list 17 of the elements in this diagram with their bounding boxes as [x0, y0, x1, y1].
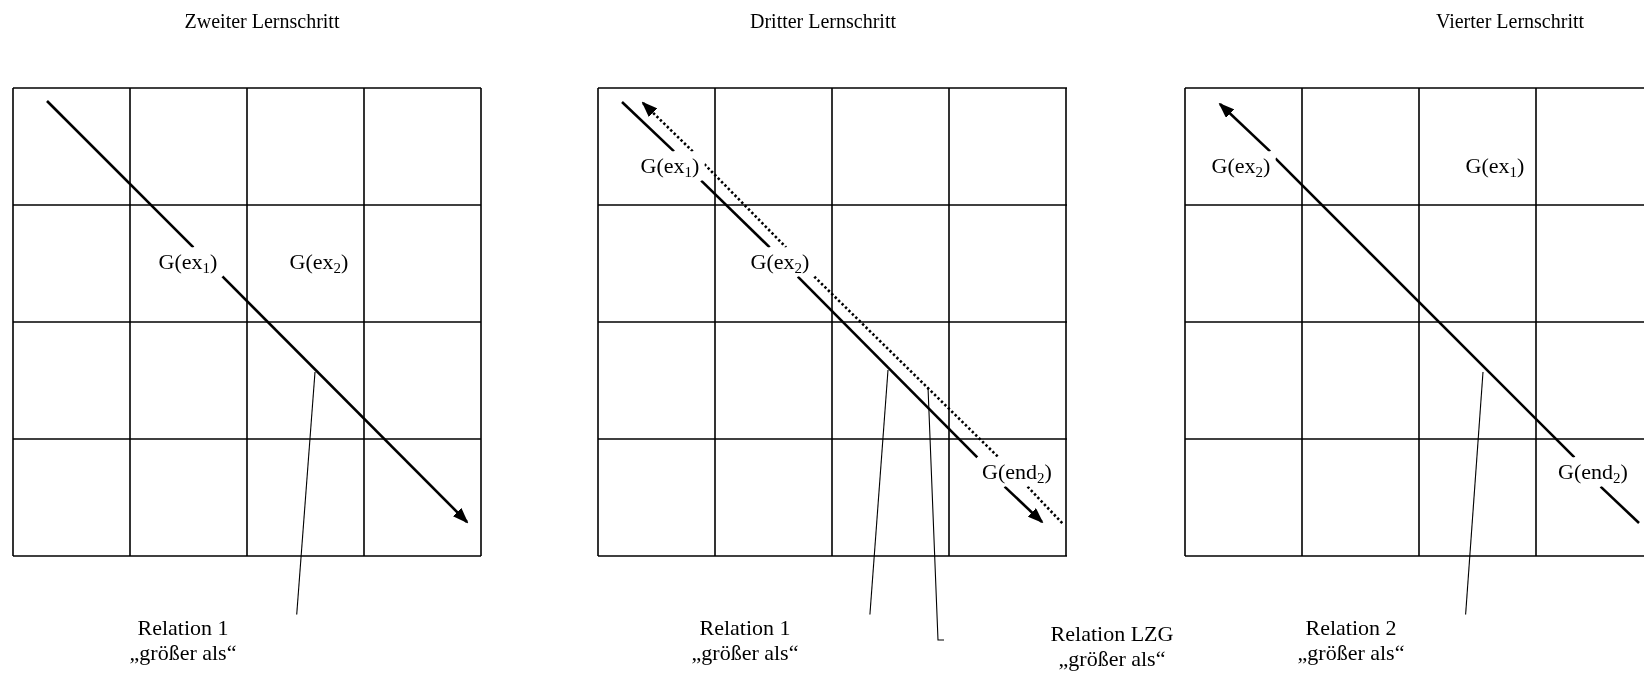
- leader-line: [46, 100, 195, 249]
- leader-line: [1274, 157, 1576, 459]
- arrow: [1003, 485, 1044, 524]
- leader-line: [700, 179, 771, 249]
- arrow: [1218, 102, 1271, 153]
- leader-line: [1465, 371, 1484, 616]
- dotted-line: [1026, 485, 1064, 525]
- arrow: [221, 275, 469, 524]
- leader-line: [927, 386, 945, 641]
- dotted-line: [813, 275, 1000, 459]
- dotted-line: [703, 163, 788, 249]
- leader-line: [796, 275, 979, 459]
- leader-line: [869, 369, 889, 616]
- leader-line: [621, 101, 675, 153]
- leader-line: [296, 371, 316, 616]
- leader-line: [1599, 485, 1640, 524]
- dotted-arrow: [641, 101, 694, 153]
